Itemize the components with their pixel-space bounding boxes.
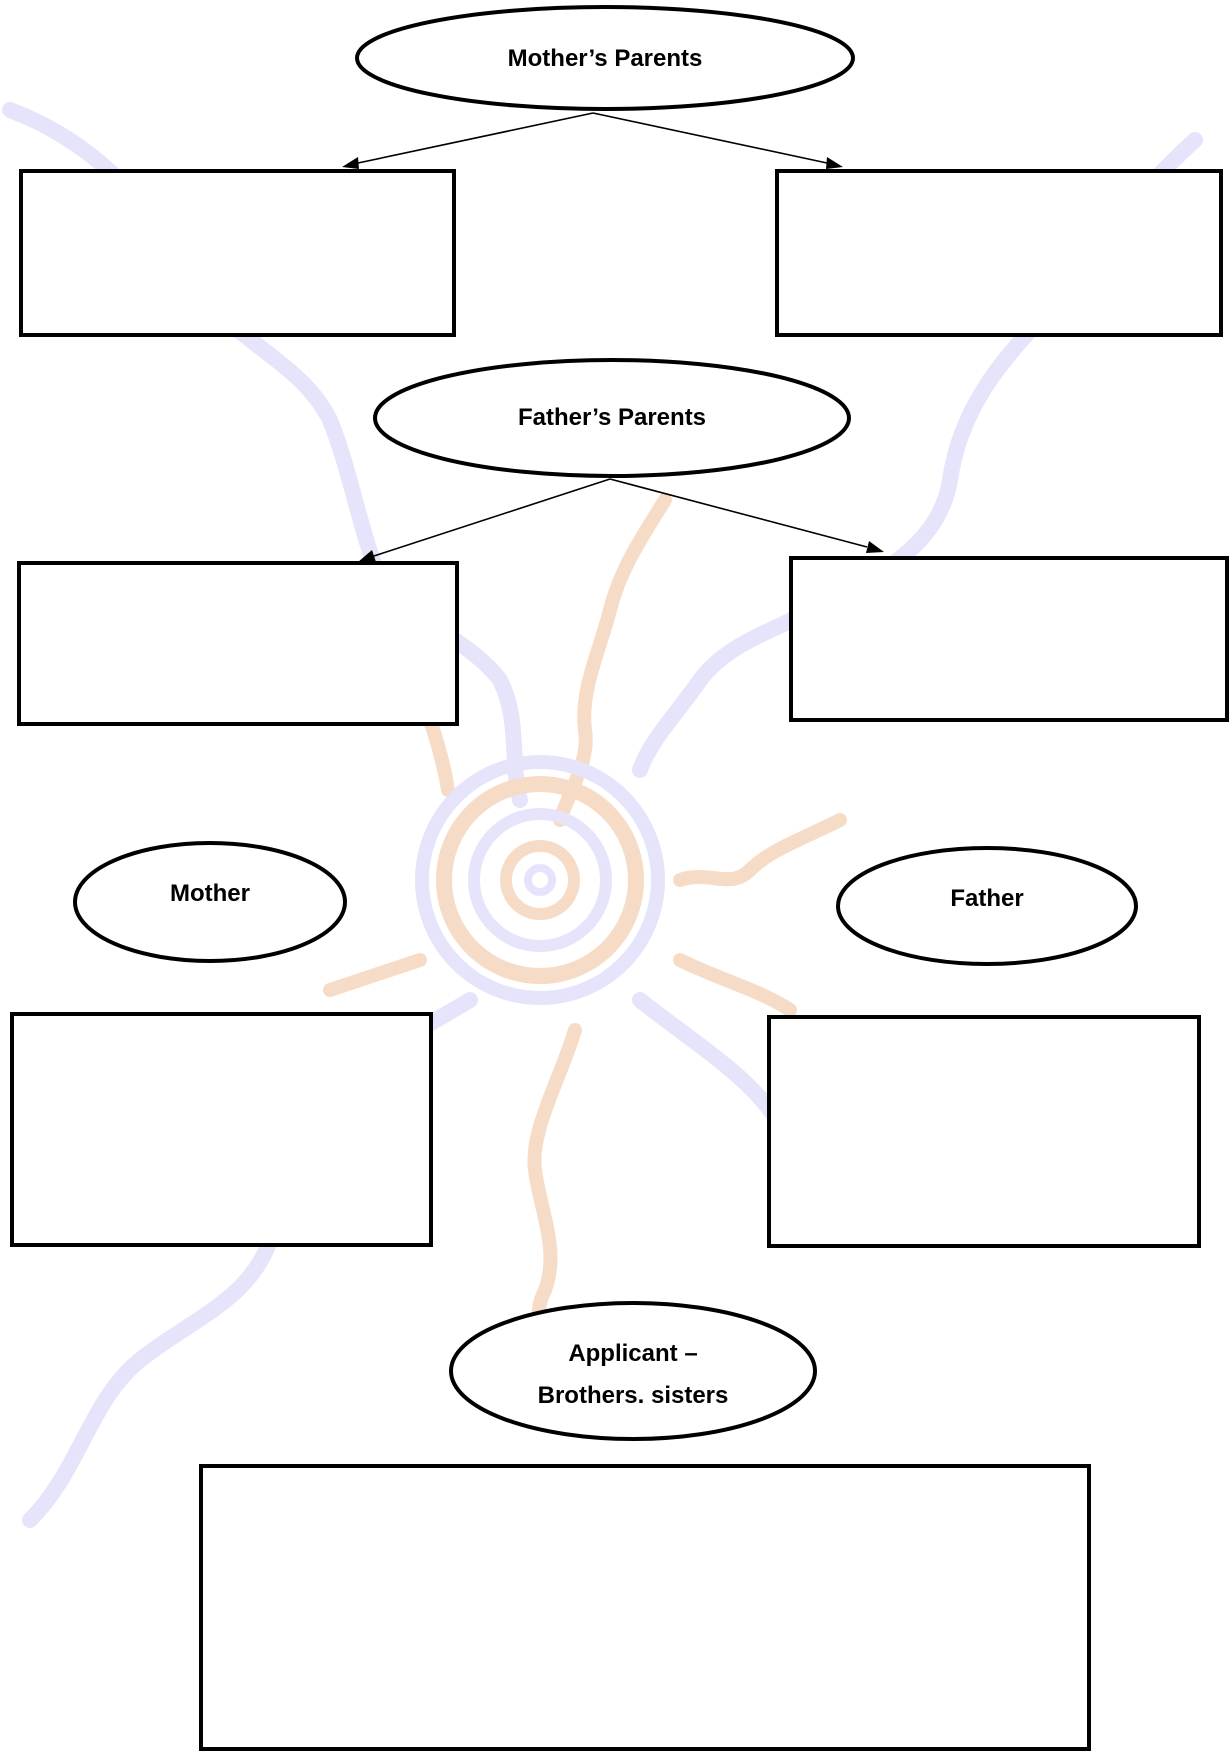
fathers-parents-label: Father’s Parents [518,404,706,431]
mothers-parent-1-box[interactable] [19,169,456,337]
connector-line [609,478,868,548]
father-box[interactable] [767,1015,1201,1248]
connector-line [373,478,611,557]
mother-ellipse [73,841,347,963]
applicant-siblings-box[interactable] [199,1464,1091,1751]
applicant-ellipse [449,1301,817,1441]
arrowhead-icon [866,541,884,553]
mothers-parents-ellipse [355,5,855,111]
applicant-label-line1: Applicant – [568,1340,697,1367]
father-label: Father [950,885,1023,912]
father-node: Father [836,846,1138,966]
mothers-parents-node: Mother’s Parents [355,5,855,111]
fathers-parent-1-box[interactable] [17,561,459,726]
arrowhead-icon [826,157,843,169]
father-ellipse [836,846,1138,966]
applicant-node: Applicant – Brothers. sisters [449,1301,817,1441]
mothers-parent-2-box[interactable] [775,169,1223,337]
applicant-label-line2: Brothers. sisters [538,1382,729,1409]
fathers-parents-ellipse [373,358,851,478]
fathers-parent-2-box[interactable] [789,556,1229,722]
mothers-parents-label: Mother’s Parents [508,45,703,72]
mother-label: Mother [170,880,250,907]
connector-line [357,112,594,164]
mother-box[interactable] [10,1012,433,1247]
connector-line [592,112,828,164]
mother-node: Mother [73,841,347,963]
mothers-parents-connectors [342,112,843,169]
fathers-parents-connectors [358,478,884,562]
arrowhead-icon [342,157,359,169]
fathers-parents-node: Father’s Parents [373,358,851,478]
arrowhead-icon [358,550,376,562]
